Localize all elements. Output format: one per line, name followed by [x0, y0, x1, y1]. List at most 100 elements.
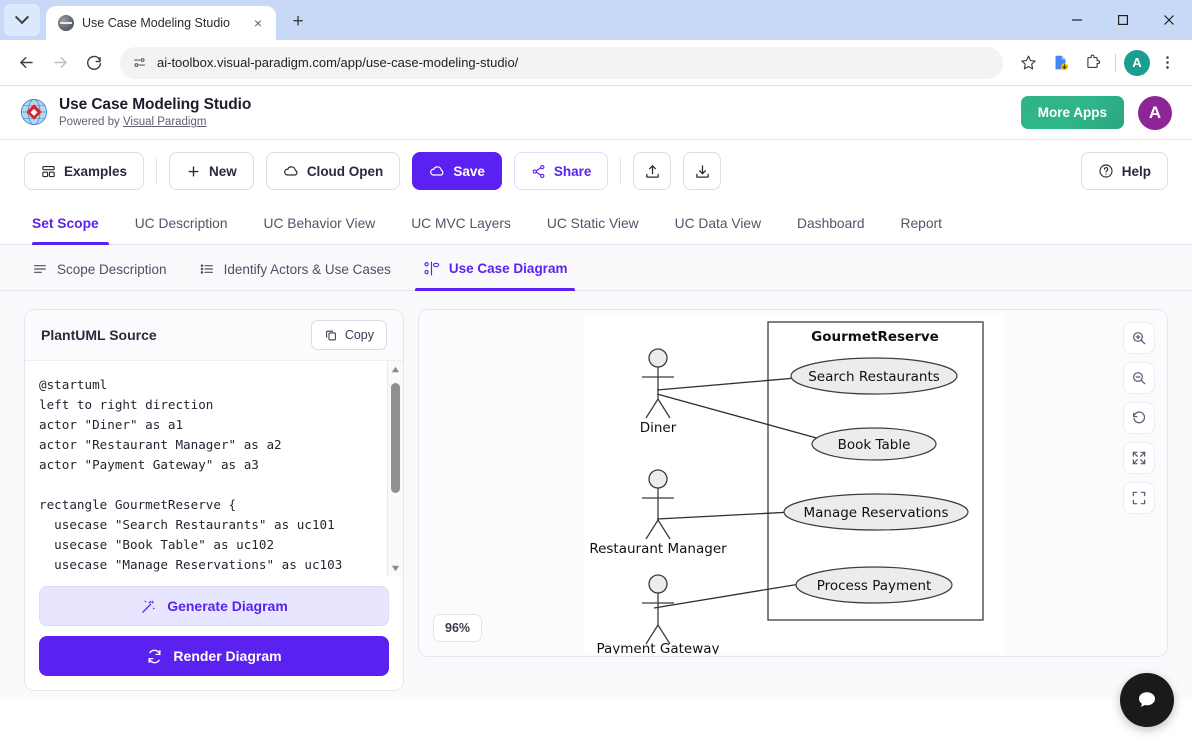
panel-actions: Generate Diagram Render Diagram	[25, 576, 403, 690]
subtab-identify-actors-use-cases[interactable]: Identify Actors & Use Cases	[183, 252, 407, 290]
lines-icon	[34, 265, 46, 273]
use-case-ellipses: Search Restaurants Book Table Manage Res…	[783, 357, 969, 604]
subtab-scope-description[interactable]: Scope Description	[24, 252, 183, 290]
chevron-down-icon	[14, 10, 30, 25]
tab-uc-description[interactable]: UC Description	[134, 216, 228, 231]
new-tab-button[interactable]: +	[292, 11, 304, 32]
new-button[interactable]: New	[169, 152, 254, 190]
upload-button[interactable]	[633, 152, 672, 190]
close-icon[interactable]	[1146, 0, 1192, 40]
use-case-manage-reservations	[783, 493, 969, 531]
zoom-out-tool[interactable]	[1123, 362, 1155, 394]
tab-uc-behavior-view[interactable]: UC Behavior View	[263, 216, 376, 231]
render-label: Render Diagram	[173, 648, 282, 664]
assoc-diner-search	[656, 377, 797, 391]
copy-label: Copy	[344, 328, 374, 343]
forward-arrow-icon[interactable]	[44, 47, 76, 79]
code-editor[interactable]: @startuml left to right direction actor …	[25, 361, 403, 576]
window-controls	[1054, 0, 1192, 40]
browser-tab[interactable]: Use Case Modeling Studio ×	[46, 6, 276, 40]
divider	[1115, 53, 1116, 72]
tab-title: Use Case Modeling Studio	[82, 16, 230, 30]
scroll-down-arrow[interactable]	[388, 560, 403, 576]
save-button[interactable]: Save	[412, 152, 502, 190]
subtab-use-case-diagram[interactable]: Use Case Diagram	[407, 251, 584, 291]
star-icon[interactable]	[1013, 48, 1043, 78]
diagram-canvas[interactable]: GourmetReserve Search Restaurants Book T	[418, 309, 1168, 657]
downloads-icon[interactable]	[1045, 48, 1075, 78]
actor-diner	[642, 348, 674, 419]
copy-icon	[325, 330, 336, 341]
minimize-icon[interactable]	[1054, 0, 1100, 40]
tab-dashboard[interactable]: Dashboard	[797, 216, 865, 231]
use-case-book-table	[811, 427, 937, 461]
system-boundary-label: GourmetReserve	[811, 329, 939, 345]
share-label: Share	[553, 163, 592, 179]
scroll-up-arrow[interactable]	[388, 361, 403, 377]
magic-wand-icon	[142, 599, 156, 613]
more-apps-button[interactable]: More Apps	[1020, 96, 1124, 129]
new-label: New	[209, 163, 237, 179]
use-case-search-restaurants	[790, 357, 958, 395]
back-arrow-icon[interactable]	[10, 47, 42, 79]
actor-label: Restaurant Manager	[589, 541, 727, 557]
main-tab-bar: Set Scope UC Description UC Behavior Vie…	[0, 202, 1192, 245]
browser-toolbar: ai-toolbox.visual-paradigm.com/app/use-c…	[0, 40, 1192, 86]
download-icon	[696, 164, 709, 178]
scrollbar-thumb[interactable]	[391, 383, 400, 494]
subtab-label: Scope Description	[57, 261, 167, 277]
system-boundary	[767, 321, 984, 621]
code-scrollbar[interactable]	[387, 361, 403, 576]
three-dot-menu-icon[interactable]	[1152, 48, 1182, 78]
use-case-process-payment	[795, 566, 953, 604]
tab-report[interactable]: Report	[900, 216, 942, 231]
divider	[620, 157, 622, 185]
examples-button[interactable]: Examples	[24, 152, 145, 190]
chat-bubble-icon	[1139, 692, 1155, 707]
fullscreen-tool[interactable]	[1123, 482, 1155, 514]
tab-uc-data-view[interactable]: UC Data View	[674, 216, 762, 231]
fit-screen-tool[interactable]	[1123, 442, 1155, 474]
close-icon[interactable]: ×	[253, 15, 263, 31]
use-case-label: Book Table	[838, 437, 911, 453]
actor-payment-gateway	[642, 574, 674, 645]
list-icon	[200, 264, 213, 274]
browser-toolbar-icons: A	[1013, 48, 1182, 78]
tab-search-button[interactable]	[4, 4, 40, 36]
visual-paradigm-globe-logo	[20, 99, 48, 126]
zoom-in-tool[interactable]	[1123, 322, 1155, 354]
maximize-icon[interactable]	[1100, 0, 1146, 40]
divider	[156, 157, 158, 185]
generate-diagram-button[interactable]: Generate Diagram	[39, 586, 389, 626]
actor-label: Diner	[640, 420, 677, 436]
browser-profile-avatar[interactable]: A	[1124, 49, 1150, 76]
download-button[interactable]	[683, 152, 722, 190]
association-lines	[653, 377, 843, 609]
assoc-manager-reservations	[656, 511, 793, 520]
chat-widget-button[interactable]	[1120, 673, 1174, 727]
refresh-icon	[148, 649, 161, 663]
cloud-open-button[interactable]: Cloud Open	[265, 152, 401, 190]
canvas-background: GourmetReserve Search Restaurants Book T	[419, 310, 1167, 656]
extensions-icon[interactable]	[1077, 48, 1107, 78]
address-bar[interactable]: ai-toolbox.visual-paradigm.com/app/use-c…	[120, 46, 1003, 79]
help-label: Help	[1121, 163, 1151, 179]
tab-uc-static-view[interactable]: UC Static View	[546, 216, 639, 231]
workspace: PlantUML Source Copy @startuml left to r…	[0, 291, 1192, 699]
action-toolbar: Examples New Cloud Open Save Share H	[0, 140, 1192, 202]
tab-uc-mvc-layers[interactable]: UC MVC Layers	[411, 216, 511, 231]
tab-set-scope[interactable]: Set Scope	[24, 206, 117, 245]
cloud-icon	[283, 166, 298, 176]
plus-icon	[188, 165, 199, 177]
copy-button[interactable]: Copy	[310, 320, 387, 351]
visual-paradigm-link[interactable]: Visual Paradigm	[122, 116, 207, 129]
app-header: Use Case Modeling Studio Powered by Visu…	[0, 86, 1192, 140]
render-diagram-button[interactable]: Render Diagram	[39, 636, 389, 676]
reset-view-tool[interactable]	[1123, 402, 1155, 434]
share-button[interactable]: Share	[513, 152, 609, 190]
avatar[interactable]: A	[1138, 95, 1172, 130]
app-title-block: Use Case Modeling Studio Powered by Visu…	[59, 96, 251, 130]
reload-icon[interactable]	[78, 47, 110, 79]
help-button[interactable]: Help	[1080, 152, 1168, 190]
